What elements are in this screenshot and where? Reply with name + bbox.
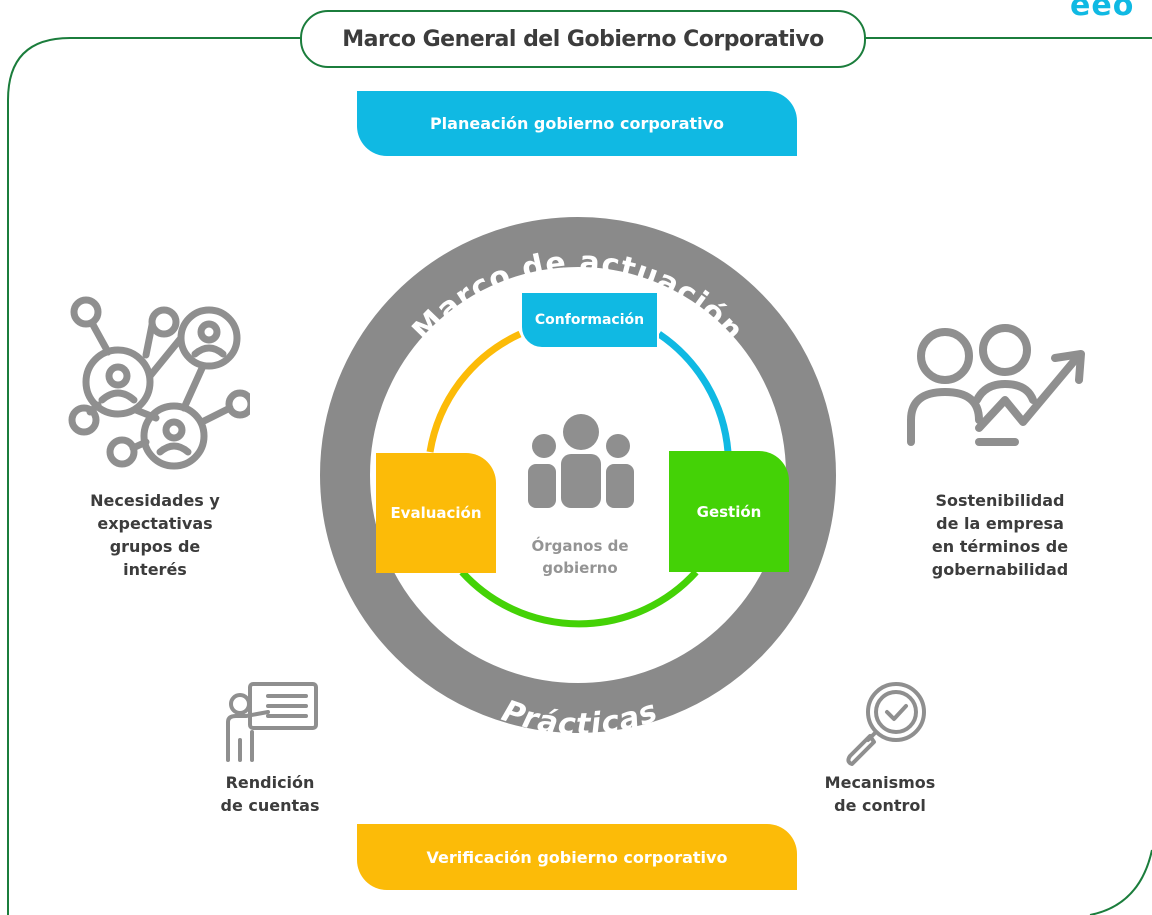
bottom-left-line2: de cuentas xyxy=(220,796,320,815)
right-label-line2: de la empresa xyxy=(936,514,1064,533)
sustainability-label: Sostenibilidad de la empresa en términos… xyxy=(900,489,1100,581)
stage-gestion: Gestión xyxy=(669,451,789,572)
stakeholder-needs-label: Necesidades y expectativas grupos de int… xyxy=(60,489,250,581)
governance-bodies-label: Órganos de gobierno xyxy=(520,535,640,579)
verification-bar-label: Verificación gobierno corporativo xyxy=(426,847,728,867)
group-people-icon xyxy=(528,414,634,508)
arc-green xyxy=(459,569,699,628)
outer-gray-ring xyxy=(320,217,836,733)
bottom-right-line1: Mecanismos xyxy=(824,773,936,792)
left-label-line3: grupos de xyxy=(109,537,201,556)
arc-yellow xyxy=(426,330,522,453)
title-text: Marco General del Gobierno Corporativo xyxy=(342,26,824,52)
stage-conformacion-label: Conformación xyxy=(534,312,645,328)
cycle-ring: Marco de actuación Prácticas xyxy=(320,217,836,743)
bottom-left-line1: Rendición xyxy=(225,773,315,792)
magnifier-check-icon xyxy=(846,682,926,766)
left-label-line4: interés xyxy=(123,560,187,579)
stage-evaluacion: Evaluación xyxy=(376,453,496,573)
left-label-line2: expectativas xyxy=(97,514,213,533)
accountability-label: Rendición de cuentas xyxy=(200,771,340,817)
planning-bar: Planeación gobierno corporativo xyxy=(357,91,797,156)
center-label-line2: gobierno xyxy=(542,559,618,577)
diagram-title: Marco General del Gobierno Corporativo xyxy=(300,10,866,68)
growth-people-icon xyxy=(907,324,1085,446)
left-label-line1: Necesidades y xyxy=(90,491,220,510)
stakeholder-network-icon xyxy=(68,296,250,470)
stage-conformacion: Conformación xyxy=(520,291,659,349)
center-label-line1: Órganos de xyxy=(531,537,629,555)
arc-blue xyxy=(657,331,732,453)
right-label-line3: en términos de xyxy=(931,537,1069,556)
right-label-line4: gobernabilidad xyxy=(931,560,1069,579)
stage-evaluacion-label: Evaluación xyxy=(390,504,482,522)
logo-fragment: eeo xyxy=(1070,0,1135,23)
right-label-line1: Sostenibilidad xyxy=(935,491,1065,510)
control-mechanisms-label: Mecanismos de control xyxy=(800,771,960,817)
stage-gestion-label: Gestión xyxy=(696,502,762,521)
presenter-board-icon xyxy=(226,682,318,762)
bottom-right-line2: de control xyxy=(834,796,926,815)
planning-bar-label: Planeación gobierno corporativo xyxy=(429,114,725,133)
verification-bar: Verificación gobierno corporativo xyxy=(357,824,797,890)
